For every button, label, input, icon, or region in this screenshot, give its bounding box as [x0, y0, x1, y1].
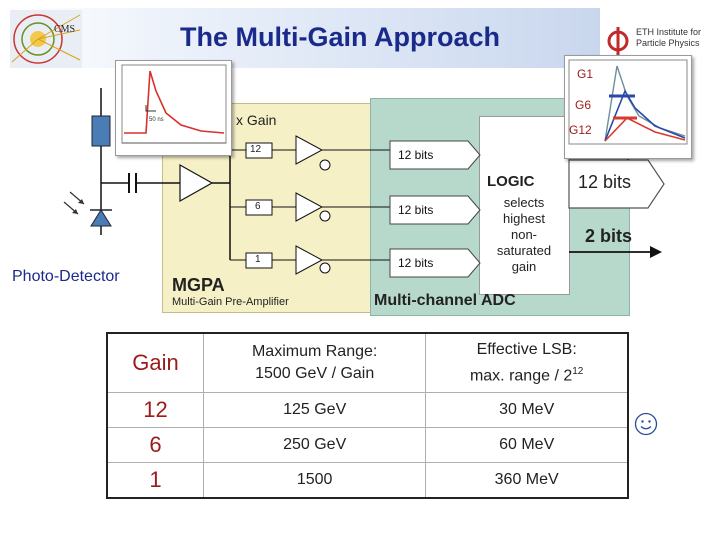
- gain-label-g1: G1: [577, 67, 593, 81]
- logic-line: saturated: [496, 243, 552, 258]
- table-header-row: Gain Maximum Range: 1500 GeV / Gain Effe…: [106, 332, 629, 393]
- logic-line: selects: [503, 195, 545, 210]
- mgpa-region: [162, 103, 384, 313]
- resistor-icon: [91, 115, 111, 147]
- gain-branch-1: [230, 245, 390, 275]
- header-range: Maximum Range: 1500 GeV / Gain: [202, 332, 427, 393]
- photo-detector-label: Photo-Detector: [12, 268, 120, 285]
- header-range-line1: Maximum Range:: [251, 343, 378, 360]
- header-band: [0, 8, 600, 68]
- cms-logo: CMS: [10, 10, 82, 68]
- adc-arrow-2: [389, 195, 481, 225]
- logic-line: highest: [503, 211, 545, 226]
- output-2bit-arrowhead: [650, 246, 662, 258]
- logic-title: LOGIC: [487, 173, 535, 190]
- gain-branch-12: [230, 135, 390, 171]
- header-range-line2: 1500 GeV / Gain: [255, 365, 375, 382]
- logic-box: [479, 116, 570, 295]
- logic-description: selects highest non- saturated gain: [480, 195, 568, 275]
- header-lsb-line1: Effective LSB:: [476, 340, 577, 358]
- gain-1-label: 1: [255, 254, 261, 265]
- bits-label-2: 12 bits: [398, 203, 434, 217]
- cell-lsb: 60 MeV: [425, 427, 629, 463]
- cell-lsb: 30 MeV: [425, 392, 629, 428]
- cms-logo-text: CMS: [54, 24, 75, 35]
- cell-range: 1500: [202, 462, 427, 499]
- gain-range-table: Gain Maximum Range: 1500 GeV / Gain Effe…: [106, 332, 629, 499]
- table-row: 1 1500 360 MeV: [106, 462, 629, 499]
- bits-label-1: 12 bits: [398, 148, 434, 162]
- cell-range: 250 GeV: [202, 427, 427, 463]
- input-amplifier-icon: [179, 163, 214, 203]
- gain-6-label: 6: [255, 201, 261, 212]
- adc-arrow-3: [389, 248, 481, 278]
- gain-label-g6: G6: [575, 98, 591, 112]
- photodiode-icon: [90, 209, 112, 227]
- pulse-time-label: 50 ns: [149, 117, 164, 123]
- header-lsb-line2: max. range / 212: [426, 361, 627, 387]
- cell-gain: 1: [106, 462, 204, 499]
- eth-logo-text: ETH Institute for Particle Physics: [636, 27, 702, 48]
- cell-gain: 12: [106, 392, 204, 428]
- gain-label-g12: G12: [569, 123, 592, 137]
- adc-label: Multi-channel ADC: [374, 292, 516, 309]
- mgpa-full-label: Multi-Gain Pre-Amplifier: [172, 296, 289, 308]
- header-lsb: Effective LSB: max. range / 212: [425, 332, 629, 393]
- header-gain: Gain: [106, 332, 204, 393]
- header-lsb-exponent: 12: [572, 365, 584, 377]
- mgpa-label: MGPA: [172, 275, 225, 295]
- bits-label-3: 12 bits: [398, 256, 434, 270]
- gain-branch-6: [230, 192, 390, 222]
- logic-line: non-: [510, 227, 538, 242]
- pulse-shape-inset: 50 ns: [115, 60, 232, 156]
- output-12bits-label: 12 bits: [578, 172, 632, 192]
- page-title: The Multi-Gain Approach: [180, 22, 500, 52]
- gain-12-label: 12: [250, 144, 262, 155]
- cell-range: 125 GeV: [202, 392, 427, 428]
- table-row: 12 125 GeV 30 MeV: [106, 392, 629, 428]
- gain-curves-inset: G1 G6 G12: [564, 55, 692, 159]
- output-2bits-label: 2 bits: [585, 226, 633, 246]
- pulse-curve: [124, 70, 225, 134]
- table-row: 6 250 GeV 60 MeV: [106, 427, 629, 463]
- eth-logo: [607, 27, 629, 55]
- smiley-icon: [634, 412, 658, 436]
- x-gain-label: x Gain: [236, 112, 277, 128]
- logic-line: gain: [511, 259, 537, 274]
- adc-arrow-1: [389, 140, 481, 170]
- output-arrow: [568, 159, 665, 209]
- cell-gain: 6: [106, 427, 204, 463]
- header-lsb-base: max. range / 2: [469, 367, 573, 385]
- cell-lsb: 360 MeV: [425, 462, 629, 499]
